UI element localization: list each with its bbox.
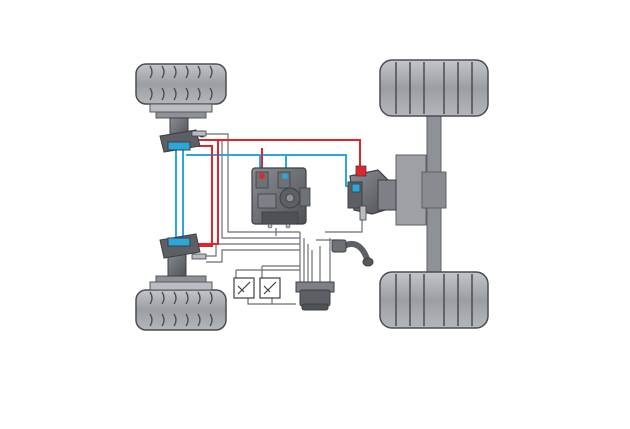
front-left-wheel	[135, 275, 227, 331]
variable-pump	[251, 167, 311, 229]
switch-1	[233, 277, 255, 299]
drive-pedal	[331, 239, 374, 267]
control-wiring	[205, 133, 363, 305]
front-right-wheel	[135, 63, 227, 119]
rear-right-wheel	[379, 59, 489, 117]
rear-axle-motor	[347, 165, 397, 221]
front-left-hub-motor	[159, 233, 207, 277]
return-line	[175, 148, 356, 240]
switch-2	[259, 277, 281, 299]
rear-axle	[395, 83, 447, 285]
controller	[295, 281, 335, 311]
front-right-hub-motor	[159, 117, 207, 153]
rear-left-wheel	[379, 271, 489, 329]
